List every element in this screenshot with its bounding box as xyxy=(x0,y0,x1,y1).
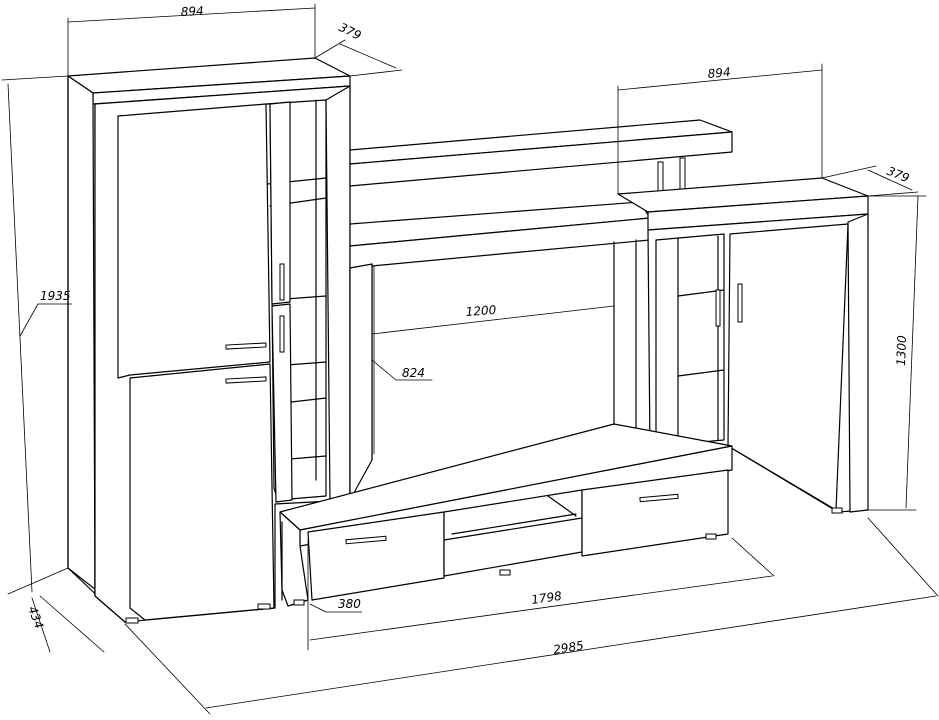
dim-left-depth: 379 xyxy=(337,20,364,43)
left-drawer-handle[interactable] xyxy=(345,535,387,545)
dim-niche-height: 824 xyxy=(402,366,425,380)
right-glass-handle[interactable] xyxy=(715,289,721,327)
tv-stand-foot-2 xyxy=(705,533,717,540)
dim-right-height: 1300 xyxy=(894,335,909,366)
right-cabinet xyxy=(617,177,869,514)
right-door-handle[interactable] xyxy=(737,283,743,323)
shelf-support-left xyxy=(657,161,664,193)
dim-stand-depth: 380 xyxy=(338,597,361,611)
left-lower-door-handle[interactable] xyxy=(225,376,267,384)
left-glass-door-upper[interactable] xyxy=(269,101,291,305)
left-cabinet-foot-2 xyxy=(125,617,139,624)
tv-stand-left-drawer[interactable] xyxy=(307,511,445,601)
dim-right-width: 894 xyxy=(707,65,731,81)
left-cabinet-center-post xyxy=(325,85,351,501)
dim-niche-width: 1200 xyxy=(465,303,497,319)
dimension-labels: 894 379 894 379 1935 1300 1200 824 434 3… xyxy=(25,4,911,657)
right-glass-display[interactable] xyxy=(655,233,725,447)
dim-plinth-height: 434 xyxy=(25,604,46,630)
middle-top-shelf-front xyxy=(349,131,733,187)
tv-niche xyxy=(349,239,637,501)
dim-right-depth: 379 xyxy=(885,164,911,186)
left-cabinet-foot xyxy=(257,603,271,610)
middle-second-shelf xyxy=(349,201,651,269)
dimension-lines xyxy=(1,3,939,715)
tv-stand-foot-1 xyxy=(499,569,511,576)
left-tall-cabinet xyxy=(67,57,351,624)
dim-left-height: 1935 xyxy=(40,289,71,303)
right-cabinet-foot xyxy=(831,507,843,514)
tv-stand xyxy=(279,423,733,607)
left-cabinet-upper-door[interactable] xyxy=(117,103,271,379)
left-glass-door-lower[interactable] xyxy=(271,303,293,503)
tv-stand-foot-3 xyxy=(293,599,305,606)
right-cabinet-side xyxy=(847,213,869,513)
left-glass-door-upper-handle[interactable] xyxy=(279,263,285,301)
dim-left-width: 894 xyxy=(180,4,204,19)
left-glass-door-lower-handle[interactable] xyxy=(279,315,285,353)
tv-niche-left-panel xyxy=(349,263,373,501)
left-cabinet-lower-door[interactable] xyxy=(129,363,275,621)
left-upper-door-handle[interactable] xyxy=(225,342,267,350)
dim-total-width: 2985 xyxy=(552,638,584,657)
right-drawer-handle[interactable] xyxy=(639,493,679,503)
right-cabinet-door[interactable] xyxy=(727,223,849,511)
dim-stand-width: 1798 xyxy=(530,589,563,607)
tv-stand-right-drawer[interactable] xyxy=(581,469,729,557)
